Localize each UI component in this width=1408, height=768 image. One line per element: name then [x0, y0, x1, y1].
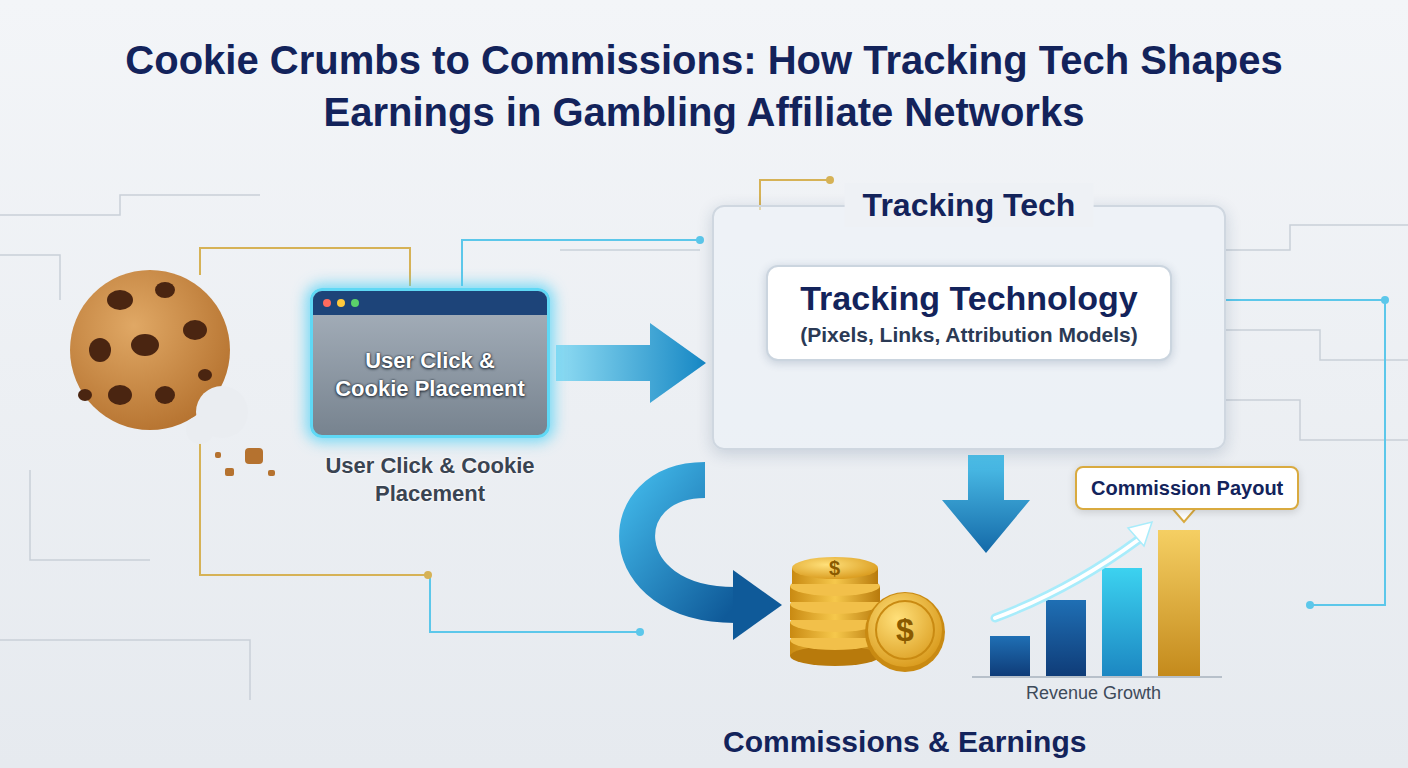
- decoration-part: [972, 676, 1222, 678]
- decoration-part: [560, 249, 700, 251]
- decoration-part: [225, 468, 234, 476]
- callout-text: Commission Payout: [1091, 475, 1283, 501]
- decoration-part: [972, 508, 1222, 677]
- tracking-panel: Tracking TechTracking Technology(Pixels,…: [712, 205, 1226, 450]
- decoration-part: [0, 195, 260, 215]
- decoration-part: [0, 255, 60, 300]
- window-dot: [337, 299, 345, 307]
- tracking-box: Tracking Technology(Pixels, Links, Attri…: [766, 265, 1172, 361]
- decoration-part: [108, 385, 132, 405]
- decoration-part: [942, 455, 1030, 553]
- decoration-part: [268, 470, 275, 476]
- decoration-part: [636, 628, 644, 636]
- decoration-part: [1172, 508, 1196, 522]
- decoration-part: [155, 386, 175, 404]
- decoration-part: [183, 320, 207, 340]
- panel-heading: Tracking Tech: [845, 183, 1094, 227]
- diagram-title: Cookie Crumbs to Commissions: How Tracki…: [114, 34, 1294, 138]
- decoration-part: [995, 540, 1138, 618]
- axis-label: Revenue Growth: [1026, 683, 1161, 704]
- browser-window: User Click & Cookie Placement: [310, 288, 550, 438]
- decoration-part: [1381, 296, 1389, 304]
- decoration-part: [186, 416, 214, 444]
- box-text: Tracking Technology: [780, 277, 1158, 319]
- box-text: (Pixels, Links, Attribution Models): [780, 321, 1158, 349]
- decoration-part: [792, 557, 878, 579]
- decoration-part: [78, 282, 212, 405]
- decoration-part: [1102, 568, 1142, 676]
- decoration-part: [1306, 601, 1314, 609]
- decoration-part: [733, 570, 782, 640]
- flow-arrow: [556, 323, 706, 403]
- decoration-part: [78, 389, 92, 401]
- decoration-part: [424, 571, 432, 579]
- decoration-part: [89, 338, 111, 362]
- decoration-part: [70, 270, 275, 476]
- window-dot: [351, 299, 359, 307]
- decoration-part: [462, 240, 700, 286]
- decoration-part: [790, 557, 945, 672]
- decoration-part: [1226, 225, 1408, 250]
- decoration-part: [1226, 330, 1408, 360]
- decoration-part: [696, 236, 704, 244]
- decoration-part: [0, 195, 1408, 700]
- decoration-part: [30, 470, 150, 560]
- decoration-part: [155, 282, 175, 298]
- decoration-part: [995, 540, 1138, 618]
- decoration-part: [198, 369, 212, 381]
- decoration-part: [215, 452, 221, 458]
- browser-window-node: User Click & Cookie PlacementUser Click …: [310, 288, 550, 508]
- decoration-part: [131, 334, 159, 356]
- decoration-part: [1046, 600, 1086, 676]
- decoration-part: [107, 290, 133, 310]
- node-text: User Click & Cookie Placement: [313, 315, 547, 435]
- decoration-part: [865, 592, 945, 672]
- arrow-shape: [556, 323, 706, 403]
- decoration-part: [1226, 300, 1385, 605]
- coin-symbol: $: [829, 557, 840, 580]
- coin-symbol: $: [896, 612, 914, 649]
- decoration-part: [637, 480, 735, 605]
- window-title-bar: [313, 291, 547, 315]
- decoration-part: [200, 248, 410, 286]
- decoration-part: [1226, 400, 1408, 440]
- decoration-part: [876, 601, 934, 659]
- window-dot: [323, 299, 331, 307]
- decoration-part: [245, 448, 263, 464]
- decoration-part: [826, 176, 834, 184]
- section-label: Commissions & Earnings: [723, 725, 1086, 760]
- decoration-part: [1158, 530, 1200, 676]
- decoration-part: [1128, 522, 1152, 546]
- decoration-part: [0, 640, 250, 700]
- decoration-part: [868, 593, 942, 667]
- node-caption: User Click & Cookie Placement: [310, 452, 550, 508]
- decoration-part: [430, 575, 640, 632]
- decoration-part: [215, 448, 275, 476]
- decoration-part: [990, 636, 1030, 676]
- callout-bubble: Commission Payout: [1075, 466, 1299, 510]
